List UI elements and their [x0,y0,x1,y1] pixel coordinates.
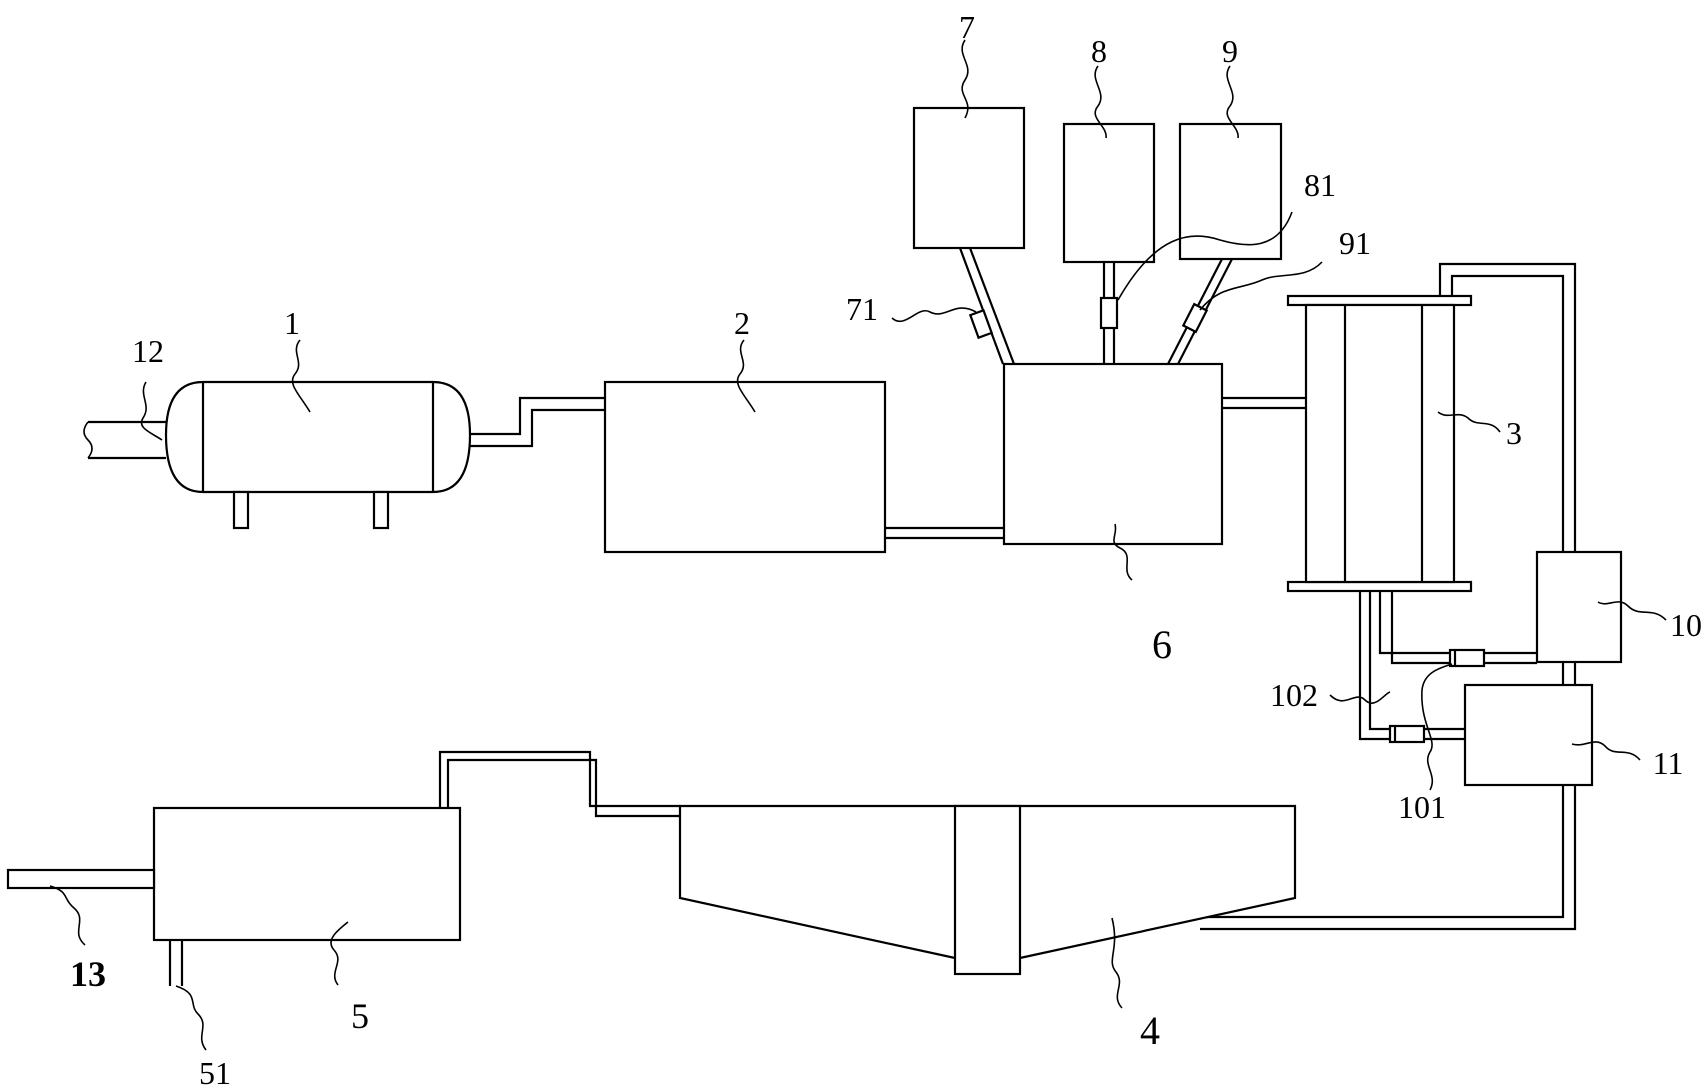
label-12: 12 [132,333,164,369]
label-7: 7 [959,9,975,45]
mixing-unit-6 [1002,362,1224,546]
feed-line-8 [1099,262,1119,364]
filter-column-3 [1286,294,1473,593]
label-102: 102 [1270,677,1318,713]
settling-tank-4 [678,804,1297,976]
label-4: 4 [1140,1008,1160,1053]
tank-1 [164,380,472,530]
label-1: 1 [284,305,300,341]
label-101: 101 [1398,789,1446,825]
label-71: 71 [846,291,878,327]
valve-101 [1448,648,1486,668]
label-8: 8 [1091,33,1107,69]
label-5: 5 [351,996,369,1036]
valve-91 [1181,302,1209,334]
tank-11 [1463,683,1594,787]
label-51: 51 [199,1055,231,1091]
line-101 [1378,591,1537,668]
label-11: 11 [1653,745,1684,781]
valve-81 [1099,296,1119,330]
label-81: 81 [1304,167,1336,203]
outlet-pipe-13 [6,868,156,890]
labels: 7 8 9 81 91 71 1 2 12 3 6 10 102 11 101 … [70,9,1702,1091]
unit-2 [603,380,887,554]
tank-5 [152,806,462,942]
label-10: 10 [1670,607,1702,643]
leader-lines [49,39,1667,1051]
line-102 [1358,591,1465,744]
feed-line-9 [1167,258,1233,365]
pipe-4-to-5 [438,750,680,818]
label-6: 6 [1152,622,1172,667]
label-3: 3 [1506,415,1522,451]
return-pipe [1200,262,1577,931]
valve-71 [968,308,994,340]
pipe-2-to-6 [885,526,1004,540]
pipe-6-to-3 [1222,396,1306,410]
tank-10 [1535,550,1623,664]
dosing-tank-9 [1178,122,1283,261]
feed-line-7 [958,247,1016,365]
label-13: 13 [70,954,106,994]
label-91: 91 [1339,225,1371,261]
drain-51 [168,940,184,986]
inlet-pipe-12 [83,420,166,460]
pipe-1-to-2 [470,396,605,448]
label-9: 9 [1222,33,1238,69]
dosing-tank-7 [912,106,1026,250]
label-2: 2 [734,305,750,341]
dosing-tank-8 [1062,122,1156,264]
valve-102 [1388,724,1426,744]
